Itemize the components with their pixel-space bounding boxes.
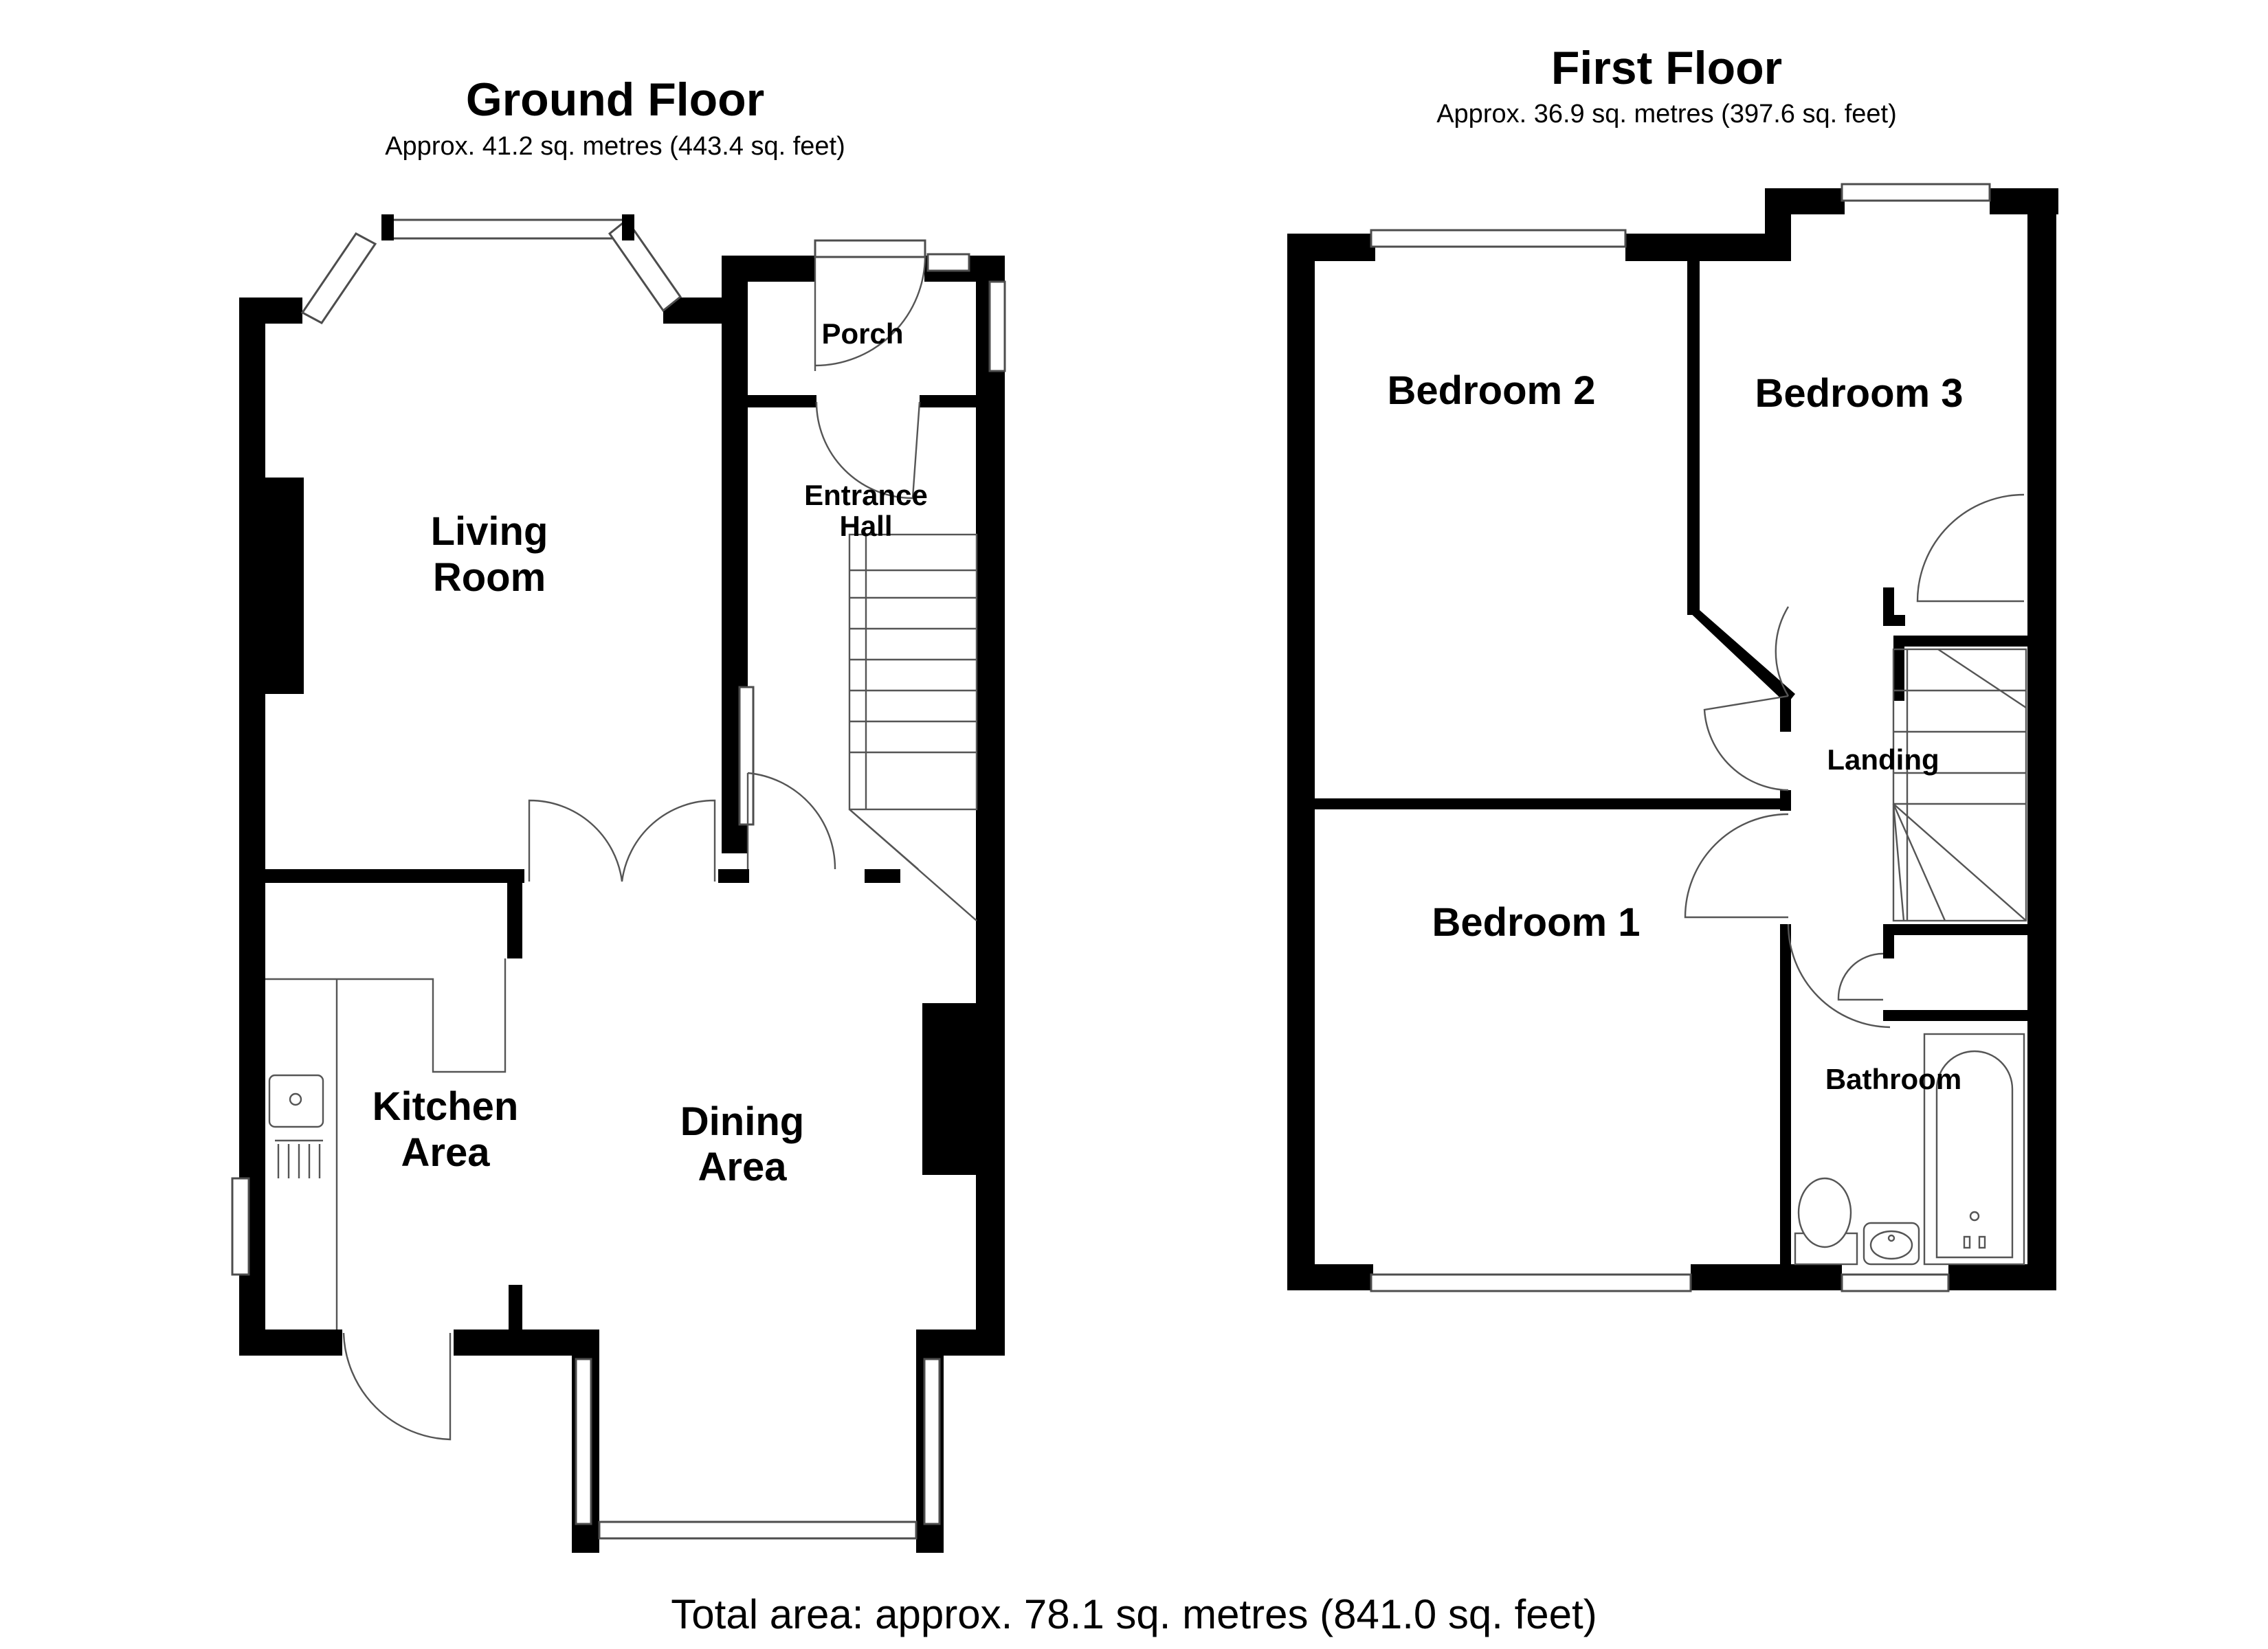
room-label-porch: Porch [821,317,903,350]
room-label-landing: Landing [1827,743,1939,776]
room-label-kitchen-area: Area [401,1130,491,1175]
bay-window-pier [622,214,634,240]
wall [1883,924,1894,958]
bath [1923,1033,2025,1266]
basin [1863,1222,1920,1266]
bedroom-2-door [1703,695,1789,792]
kitchen-back-door [342,1332,452,1441]
staircase [848,533,978,921]
kitchen-worktop [265,958,507,1330]
wall [1287,234,1375,261]
kitchen-sink [268,1074,324,1178]
wall [718,869,749,883]
wall [1287,1264,1373,1290]
bedroom-3-door [1916,493,2025,603]
staircase [1892,648,2027,922]
wall [1948,1264,2056,1290]
wall [509,1285,522,1333]
room-label-kitchen-area: Kitchen [373,1084,519,1129]
wall [1780,790,1791,811]
wall [1780,924,1791,1268]
porch-door-swing [814,255,926,371]
wall [1765,188,1845,214]
room-label-entrance-hall: Entrance [804,479,928,511]
wall [1883,615,1905,626]
wall [239,1330,342,1356]
bathroom-door [1787,923,1891,1029]
wall [572,1525,599,1553]
bay-window-frame [575,1358,592,1525]
first-floor-title: First Floor [1551,42,1782,94]
window [926,253,970,272]
first-floor-area: Approx. 36.9 sq. metres (397.6 sq. feet) [1436,100,1897,128]
wall [1780,694,1791,732]
landing-door [1775,606,1790,697]
living-room-doors [528,799,716,882]
room-label-bedroom-2: Bedroom 2 [1388,368,1596,413]
ground-floor-plan: Porch Entrance Hall Living Room Kitchen … [231,214,1006,1553]
wall [1883,924,2027,935]
chimney-breast [265,478,304,694]
wall [865,869,900,883]
bay-window-pier [381,214,394,240]
room-label-living-room: Room [433,555,546,600]
wall [920,395,978,407]
bedroom-1-door [1684,813,1789,919]
room-label-bedroom-1: Bedroom 1 [1432,900,1641,945]
wall [1893,636,2027,647]
wall [1287,234,1315,1290]
wall [1687,258,1700,615]
wall [239,298,302,324]
porch-door-frame [814,239,926,258]
room-label-living-room: Living [431,509,548,554]
wall [263,869,524,883]
wall [744,395,816,407]
first-floor-plan: Bedroom 2 Bedroom 3 Bedroom 1 Landing Ba… [1287,183,2058,1292]
window [1370,1273,1692,1292]
porch-inner-door [815,401,921,500]
wall [916,1525,944,1553]
room-label-bedroom-3: Bedroom 3 [1755,371,1964,416]
wall [1883,1010,2027,1021]
wall [1691,1264,1842,1290]
bay-window-frame [598,1521,918,1540]
wall [507,869,522,958]
window [1370,229,1627,248]
room-label-dining-area: Area [698,1145,788,1189]
bay-window-frame [608,218,682,313]
bay-window-frame [300,232,377,324]
ground-floor-title: Ground Floor [466,74,764,126]
window [988,280,1006,372]
toilet [1794,1177,1858,1266]
room-label-bathroom: Bathroom [1825,1063,1961,1095]
wall [1625,234,1787,261]
bay-window-frame [923,1358,941,1525]
window [231,1177,250,1276]
wall [976,371,1005,1356]
wall [1313,798,1787,809]
window [1841,1273,1950,1292]
wall [1893,639,1904,701]
wall [2027,188,2056,1290]
window [1841,183,1991,202]
ground-floor-area: Approx. 41.2 sq. metres (443.4 sq. feet) [385,132,845,161]
wall [1883,587,1894,622]
bay-window-frame [389,218,628,240]
wall [722,256,815,282]
window [738,686,755,826]
total-area: Total area: approx. 78.1 sq. metres (841… [671,1591,1597,1637]
hall-door [746,772,836,870]
chimney-breast [922,1003,977,1175]
room-label-dining-area: Dining [680,1099,804,1144]
room-label-entrance-hall: Hall [839,510,892,542]
wall [1687,610,1795,704]
